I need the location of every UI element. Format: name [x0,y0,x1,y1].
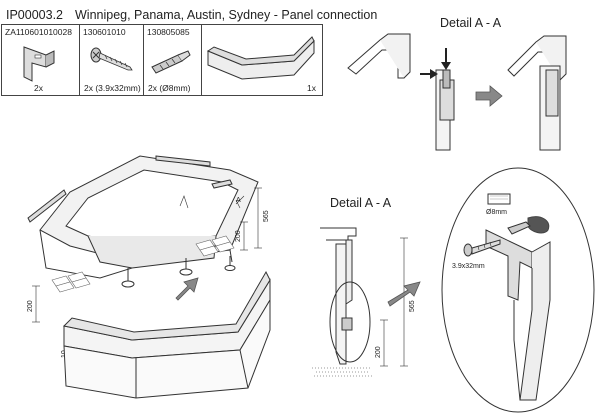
zoom-arrow-icon [387,281,421,307]
bracket-clip-icon [23,46,55,82]
document-code: IP00003.2 [6,8,63,22]
bathtub [39,155,259,279]
wall-rails [27,155,233,223]
bath-dimensions [32,187,262,363]
part-cell: 130805085 2x (Ø8mm) [144,25,202,95]
part-number: 130601010 [83,27,126,37]
foot-height-label: 200 [27,300,34,312]
document-title: Winnipeg, Panama, Austin, Sydney - Panel… [75,8,378,22]
bracket-height-label: 200 [235,230,242,242]
bath-feet [121,256,236,288]
section-mark-label: A [236,197,241,204]
assembly-arrow-icon [175,277,199,301]
section-dimensions [380,237,408,367]
step-arrow-icon [475,85,503,107]
detail-label-bottom: Detail A - A [330,196,392,210]
part-qty: 2x (3.9x32mm) [84,83,141,93]
parts-table: ZA110601010028 2x 130601010 2x (3.9x32mm… [1,24,323,96]
arrow-right-icon [420,69,438,79]
page-title: IP00003.2 Winnipeg, Panama, Austin, Sydne… [6,8,377,22]
part-qty: 2x (Ø8mm) [148,83,191,93]
section-detail [310,227,376,378]
detail-label-top: Detail A - A [440,16,502,30]
screw-icon [90,47,133,71]
zoom-detail [441,167,595,413]
part-cell: ZA110601010028 2x [2,25,80,95]
part-cell: 1x [202,25,322,95]
part-qty: 2x [34,83,43,93]
detail-height-label: 565 [409,300,416,312]
part-qty: 1x [307,83,316,93]
part-number: 130805085 [147,27,190,37]
detail-clip-step-2 [507,35,567,151]
arrow-down-icon [441,48,451,70]
front-panel-icon [206,36,315,80]
part-cell: 130601010 2x (3.9x32mm) [80,25,144,95]
bath-height-label: 565 [263,210,270,222]
detail-clip-step-1 [347,33,455,151]
detail-bracket-label: 200 [375,346,382,358]
screw-size-label: 3.9x32mm [452,263,485,270]
wall-plug-icon [151,50,191,74]
plug-size-label: Ø8mm [486,209,507,216]
front-panel [62,270,271,399]
part-number: ZA110601010028 [5,27,72,37]
